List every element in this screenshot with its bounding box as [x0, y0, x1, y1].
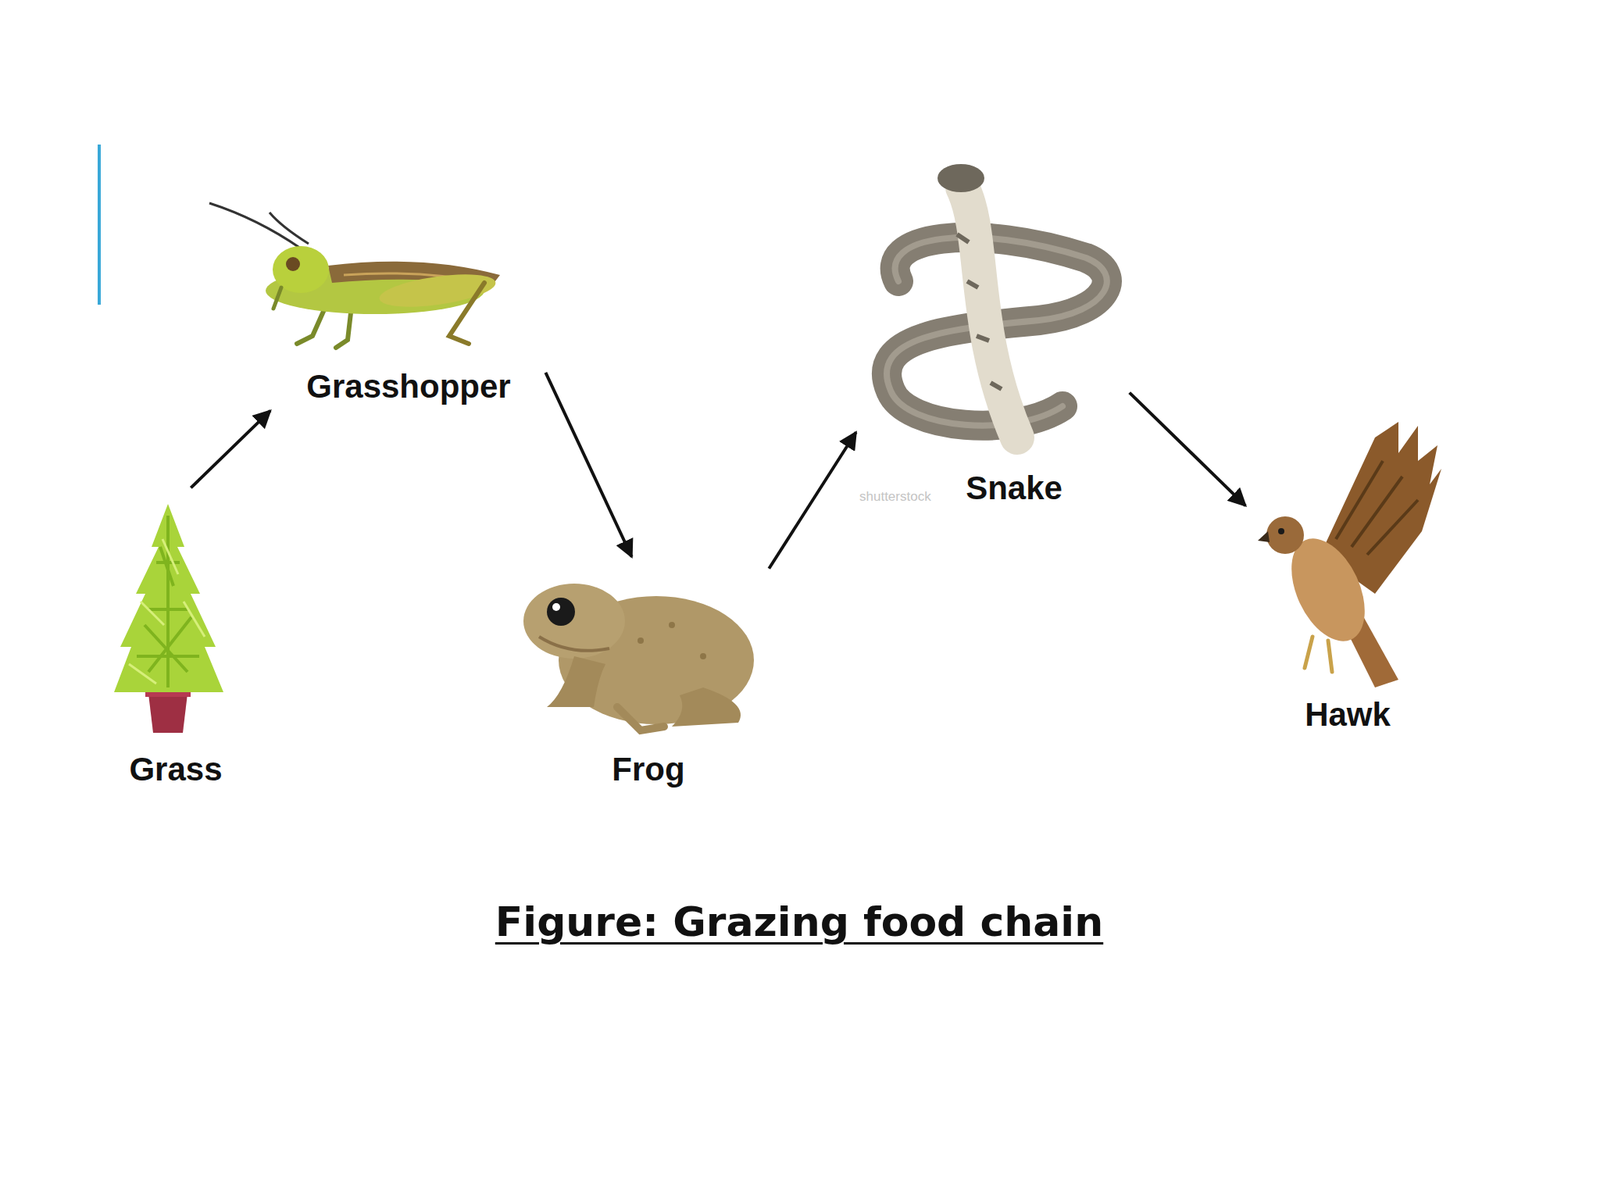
- energy-flow-arrow: [768, 432, 856, 569]
- watermark-text: shutterstock: [859, 489, 932, 505]
- frog-figure: [523, 583, 754, 731]
- organism-name: Grass: [109, 750, 243, 790]
- organism-node: Grasshopper: [199, 187, 543, 407]
- hawk-figure: [1257, 421, 1442, 688]
- organism-name: Hawk: [1250, 695, 1446, 735]
- energy-flow-arrow: [545, 372, 632, 558]
- figure-caption: Figure: Grazing food chain: [291, 896, 1308, 947]
- organism-name: Grasshopper: [199, 367, 543, 407]
- organism-name: Frog: [531, 750, 766, 790]
- organism-node: Hawk: [1250, 414, 1446, 735]
- organism-node: Snake: [859, 156, 1125, 508]
- energy-flow-arrow: [190, 410, 271, 489]
- energy-flow-arrow: [1129, 392, 1247, 507]
- organism-node: Grass: [109, 492, 243, 790]
- snake-figure: [886, 164, 1108, 438]
- slide-accent-bar: [97, 144, 101, 305]
- grasshopper-figure: [209, 203, 500, 348]
- organism-node: Frog: [531, 562, 766, 790]
- grass-plant: [114, 503, 224, 733]
